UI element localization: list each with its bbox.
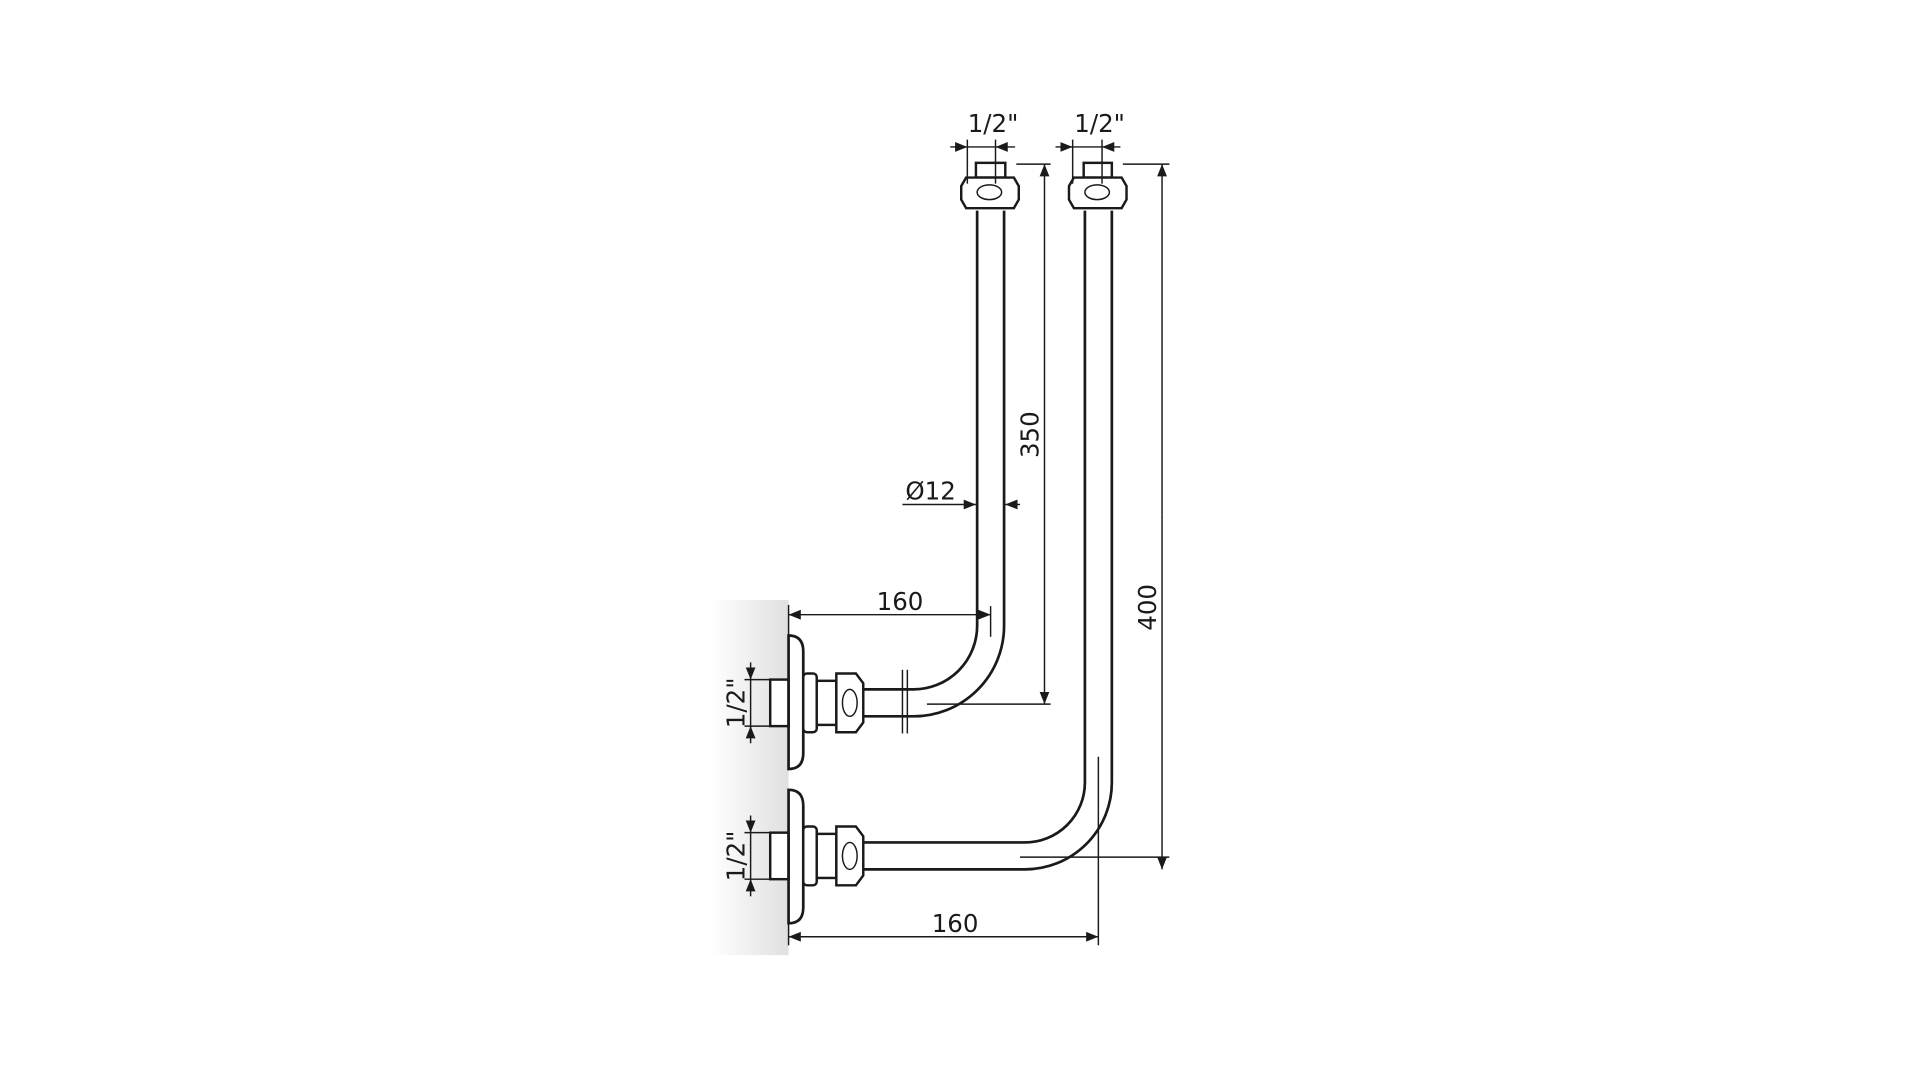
wall-shadow — [710, 600, 789, 956]
upper-offset-label: 160 — [877, 587, 924, 616]
upper-height-label: 350 — [1015, 411, 1044, 458]
dimension-400: 400 — [1020, 163, 1170, 870]
lower-offset-label: 160 — [932, 909, 979, 938]
pipe-diameter-label: Ø12 — [905, 477, 955, 506]
dimension-lower-160: 160 — [787, 756, 1100, 946]
dimension-upper-wall-thread: 1/2" — [721, 662, 771, 744]
top-left-thread-label: 1/2" — [968, 109, 1019, 138]
top-right-thread-label: 1/2" — [1074, 109, 1125, 138]
lower-wall-thread-label: 1/2" — [721, 831, 750, 882]
lower-pipe — [863, 210, 1114, 871]
lower-height-label: 400 — [1133, 584, 1162, 631]
top-right-fitting — [1067, 161, 1128, 210]
upper-wall-fitting — [768, 634, 865, 771]
dimension-diameter: Ø12 — [902, 477, 1020, 510]
upper-wall-thread-label: 1/2" — [721, 678, 750, 729]
dimension-top-left-thread: 1/2" — [950, 109, 1019, 184]
dimension-lower-wall-thread: 1/2" — [721, 815, 771, 897]
dimension-top-right-thread: 1/2" — [1055, 109, 1125, 184]
dimension-350: 350 — [926, 163, 1051, 705]
upper-pipe — [863, 210, 1006, 734]
top-left-fitting — [960, 161, 1020, 210]
lower-wall-fitting — [768, 788, 865, 925]
dimension-upper-160: 160 — [787, 587, 992, 637]
